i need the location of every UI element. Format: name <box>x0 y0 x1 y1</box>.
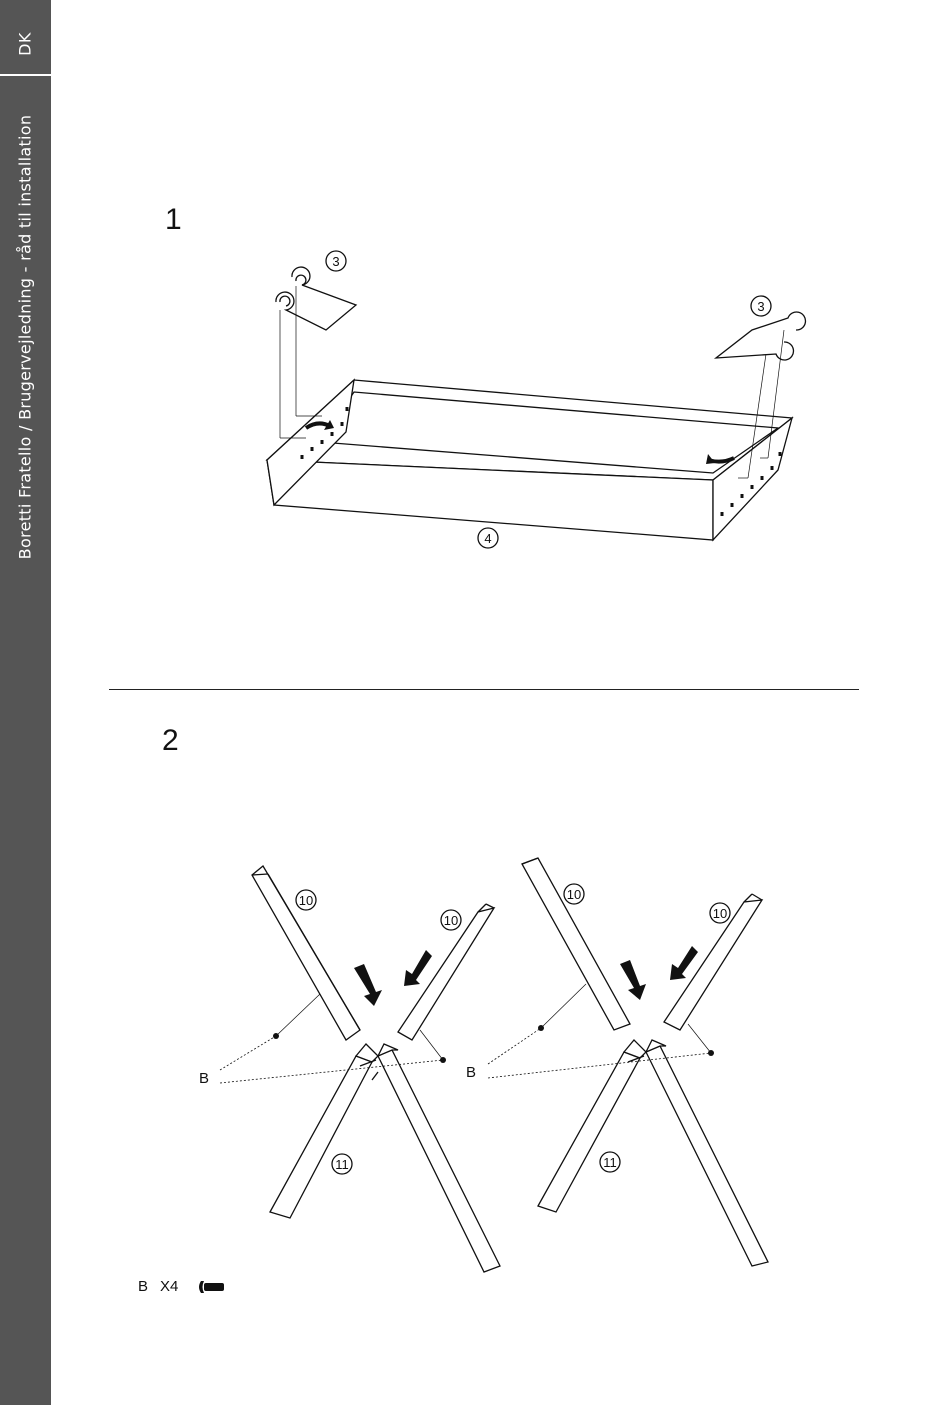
screw-label-b: B <box>466 1064 476 1081</box>
callout-leg-a-top-left: 10 <box>299 893 313 908</box>
callout-bracket-right: 3 <box>757 299 764 314</box>
callout-leg-b-top-left: 10 <box>567 887 581 902</box>
screw-label-a: B <box>199 1070 209 1087</box>
callout-bracket-left: 3 <box>332 254 339 269</box>
callout-tray: 4 <box>484 531 491 546</box>
hardware-legend: B X4 <box>138 1278 226 1295</box>
callout-leg-b-bottom: 11 <box>603 1155 617 1170</box>
step-1-illustration <box>267 251 805 548</box>
screw-icon <box>198 1279 226 1295</box>
legend-part-label: B <box>138 1278 160 1295</box>
callout-leg-a-bottom: 11 <box>335 1157 349 1172</box>
legend-quantity: X4 <box>160 1278 198 1295</box>
callout-leg-a-top-right: 10 <box>444 913 458 928</box>
callout-leg-b-top-right: 10 <box>713 906 727 921</box>
tray <box>267 380 792 540</box>
